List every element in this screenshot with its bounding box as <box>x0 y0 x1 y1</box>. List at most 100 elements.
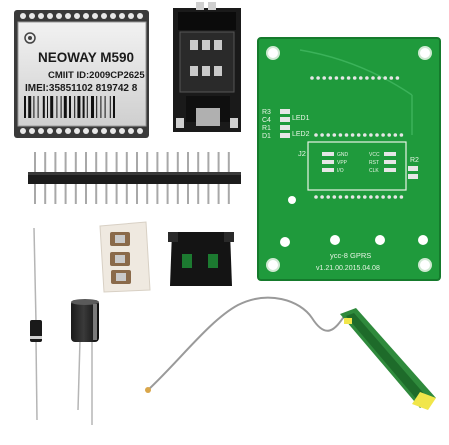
pcb-pad <box>346 76 351 80</box>
label-r3: R3 <box>262 109 271 116</box>
mount-hole <box>418 258 432 272</box>
via-hole <box>375 235 385 245</box>
pcb-pad <box>371 76 375 80</box>
label-gnd: GND <box>337 152 349 158</box>
sim-footprint <box>307 141 407 191</box>
pcb-pad <box>322 76 327 80</box>
pcb-pad <box>363 133 367 137</box>
module-pin <box>74 13 80 19</box>
module-pin <box>83 128 89 134</box>
pcb-pad <box>389 76 394 80</box>
barcode-bar <box>77 96 81 118</box>
pcb-pad <box>310 76 314 80</box>
module-logo-icon <box>24 32 36 44</box>
module-pins-top <box>20 13 143 19</box>
pcb-pad <box>387 195 392 199</box>
pcb-pad <box>377 76 381 80</box>
barcode-bar <box>113 96 115 118</box>
pcb-pad <box>359 76 363 80</box>
module-pin <box>128 13 134 19</box>
led-component <box>168 232 234 286</box>
sim-card-holder <box>173 2 241 132</box>
pcb-pad <box>344 195 349 199</box>
barcode-bar <box>82 96 85 118</box>
pad-row-middle <box>314 133 404 137</box>
electrolytic-capacitor <box>71 299 99 425</box>
via-hole <box>288 196 296 204</box>
barcode-bar <box>100 96 102 118</box>
pcb-pad <box>332 195 337 199</box>
module-pin <box>83 13 89 19</box>
via-hole <box>418 235 428 245</box>
barcode-bar <box>42 96 45 118</box>
pcb-pad <box>381 133 385 137</box>
board-name: ycc-8 GPRS <box>330 251 371 260</box>
pcb-pad <box>383 76 388 80</box>
barcode-bar <box>37 96 39 118</box>
module-pin <box>92 13 98 19</box>
module-pin <box>128 128 134 134</box>
pcb-pad <box>344 133 349 137</box>
module-pin <box>119 128 125 134</box>
pcb-pad <box>369 133 373 137</box>
module-pin <box>65 13 71 19</box>
barcode-bar <box>91 96 94 118</box>
barcode-bar <box>60 96 62 118</box>
barcode-bar <box>50 96 54 118</box>
pcb-pad <box>326 133 331 137</box>
module-pin <box>38 128 44 134</box>
label-clk: CLK <box>369 168 379 174</box>
pcb-pad <box>375 195 379 199</box>
pcb-pad <box>314 133 318 137</box>
module-pin <box>92 128 98 134</box>
mount-hole <box>266 258 280 272</box>
pcb-pad <box>352 76 357 80</box>
module-pin <box>20 13 26 19</box>
module-cmiit: CMIIT ID:2009CP2625 <box>48 70 145 81</box>
module-pin <box>74 128 80 134</box>
pcb-pad <box>375 133 379 137</box>
label-vcc: VCC <box>369 152 380 158</box>
barcode-bar <box>56 96 58 118</box>
module-pin <box>137 13 143 19</box>
pcb-pad <box>338 133 343 137</box>
pcb-pad <box>363 195 367 199</box>
module-pin <box>101 13 107 19</box>
pcb-pad <box>334 76 339 80</box>
barcode-bar <box>47 96 48 118</box>
gsm-antenna <box>145 296 436 410</box>
module-pin <box>20 128 26 134</box>
module-pin <box>29 13 35 19</box>
pcb-pad <box>332 133 337 137</box>
label-r1: R1 <box>262 125 271 132</box>
module-pin <box>56 13 62 19</box>
module-pin <box>47 13 53 19</box>
barcode-bar <box>104 96 106 118</box>
pad-row-bottom <box>314 195 404 199</box>
pcb-pad <box>393 133 398 137</box>
label-led2: LED2 <box>292 131 310 138</box>
pcb-pad <box>399 133 404 137</box>
mount-hole <box>266 46 280 60</box>
label-r2: R2 <box>410 157 419 164</box>
module-imei: IMEI:35851102 819742 8 <box>25 83 138 94</box>
ufl-connector <box>145 387 151 393</box>
pcb-pad <box>314 195 318 199</box>
pcb-board: R3 C4 R1 D1 LED1 LED2 J2 R2 GND VPP I/O … <box>257 37 441 281</box>
module-barcode <box>24 96 115 118</box>
barcode-bar <box>63 96 67 118</box>
barcode-bar <box>74 96 76 118</box>
label-vpp: VPP <box>337 160 348 166</box>
pcb-pad <box>369 195 373 199</box>
barcode-bar <box>69 96 71 118</box>
module-pin <box>119 13 125 19</box>
gsm-module: NEOWAY M590 CMIIT ID:2009CP2625 IMEI:358… <box>14 10 149 138</box>
via-hole <box>280 237 290 247</box>
pcb-pad <box>316 76 320 80</box>
pcb-pad <box>387 133 392 137</box>
pcb-pad <box>350 133 355 137</box>
pcb-pad <box>365 76 369 80</box>
label-c4: C4 <box>262 117 271 124</box>
